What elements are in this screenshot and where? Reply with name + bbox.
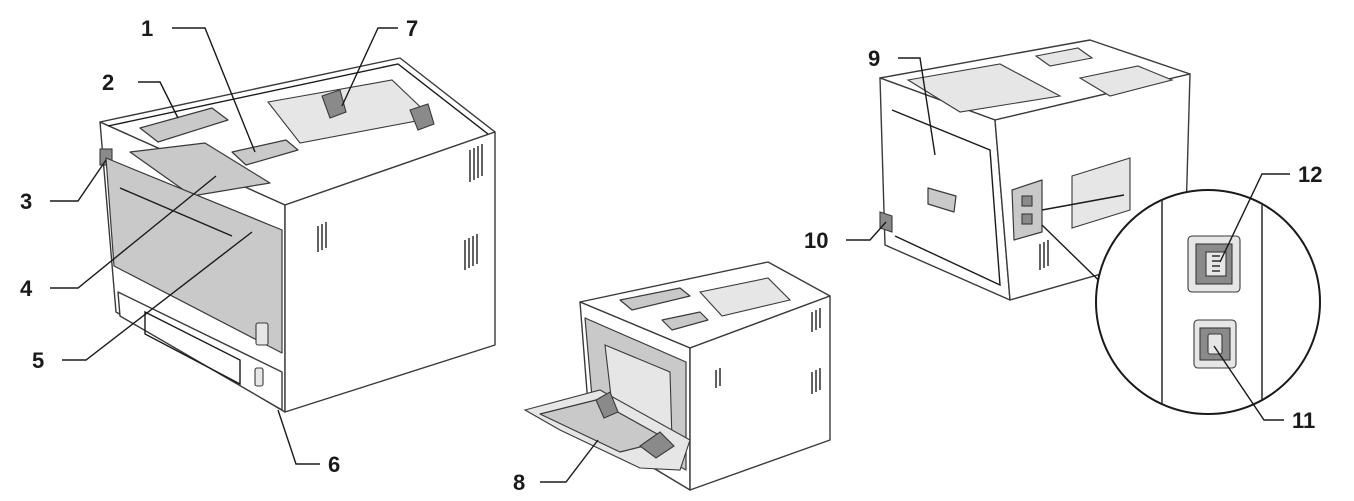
callout-8: 8: [513, 470, 525, 495]
callout-9: 9: [868, 46, 880, 71]
callout-1: 1: [141, 16, 153, 41]
ethernet-port: [1188, 236, 1240, 292]
callout-10: 10: [804, 228, 828, 253]
callout-5: 5: [32, 348, 44, 373]
callout-11: 11: [1292, 408, 1315, 433]
callout-2: 2: [102, 70, 114, 95]
printer-front-view: [100, 58, 495, 412]
usb-port: [1194, 320, 1236, 368]
callout-3: 3: [20, 189, 32, 214]
printer-mp-tray-view: [525, 262, 830, 490]
magnifier-circle: [1096, 190, 1320, 414]
callout-7: 7: [406, 16, 418, 41]
callout-12: 12: [1298, 162, 1322, 187]
callout-4: 4: [20, 276, 33, 301]
callout-6: 6: [328, 452, 340, 477]
interface-panel: [1012, 180, 1042, 240]
